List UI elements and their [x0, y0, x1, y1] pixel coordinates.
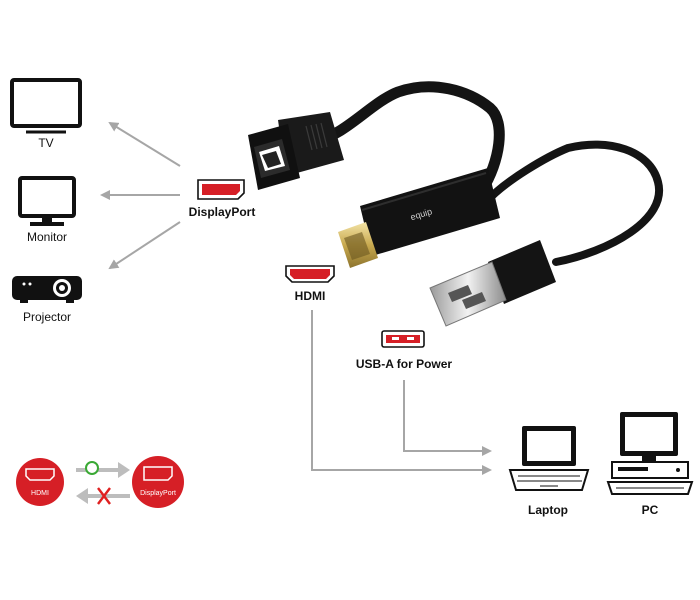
projector-icon: [12, 276, 82, 303]
pc-icon: [606, 412, 694, 495]
arrow-to-tv: [108, 121, 181, 167]
cross-icon: [97, 487, 111, 505]
hdmi-badge-label: HDMI: [31, 490, 49, 497]
projector-label: Projector: [23, 310, 71, 324]
direction-legend: HDMI DisplayPort: [16, 456, 184, 508]
displayport-badge: [132, 456, 184, 508]
hdmi-male-connector: equip: [338, 168, 500, 268]
check-circle-icon: [85, 461, 99, 475]
usb-port-icon: [381, 330, 425, 348]
hdmi-badge: [16, 458, 64, 506]
displayport-badge-label: DisplayPort: [140, 490, 176, 497]
blocked-direction-arrow: [76, 487, 130, 505]
laptop-icon: [508, 426, 590, 491]
adapter-cable: equip: [248, 81, 664, 327]
monitor-icon: [18, 176, 76, 226]
pc-label: PC: [642, 503, 659, 517]
usb-route-arrow: [403, 380, 492, 456]
allowed-direction-arrow: [76, 461, 130, 478]
tv-icon: [10, 78, 82, 134]
arrow-to-projector: [108, 221, 181, 270]
displayport-label: DisplayPort: [189, 205, 256, 219]
laptop-label: Laptop: [528, 503, 568, 517]
displayport-female-connector: [248, 112, 344, 190]
usb-a-plug: [429, 240, 556, 327]
displayport-icon: [197, 179, 245, 200]
usb-label: USB-A for Power: [356, 357, 453, 371]
monitor-label: Monitor: [27, 230, 67, 244]
hdmi-icon: [285, 265, 335, 283]
hdmi-label: HDMI: [295, 289, 326, 303]
hdmi-route-arrow: [311, 310, 492, 475]
tv-label: TV: [38, 136, 53, 150]
